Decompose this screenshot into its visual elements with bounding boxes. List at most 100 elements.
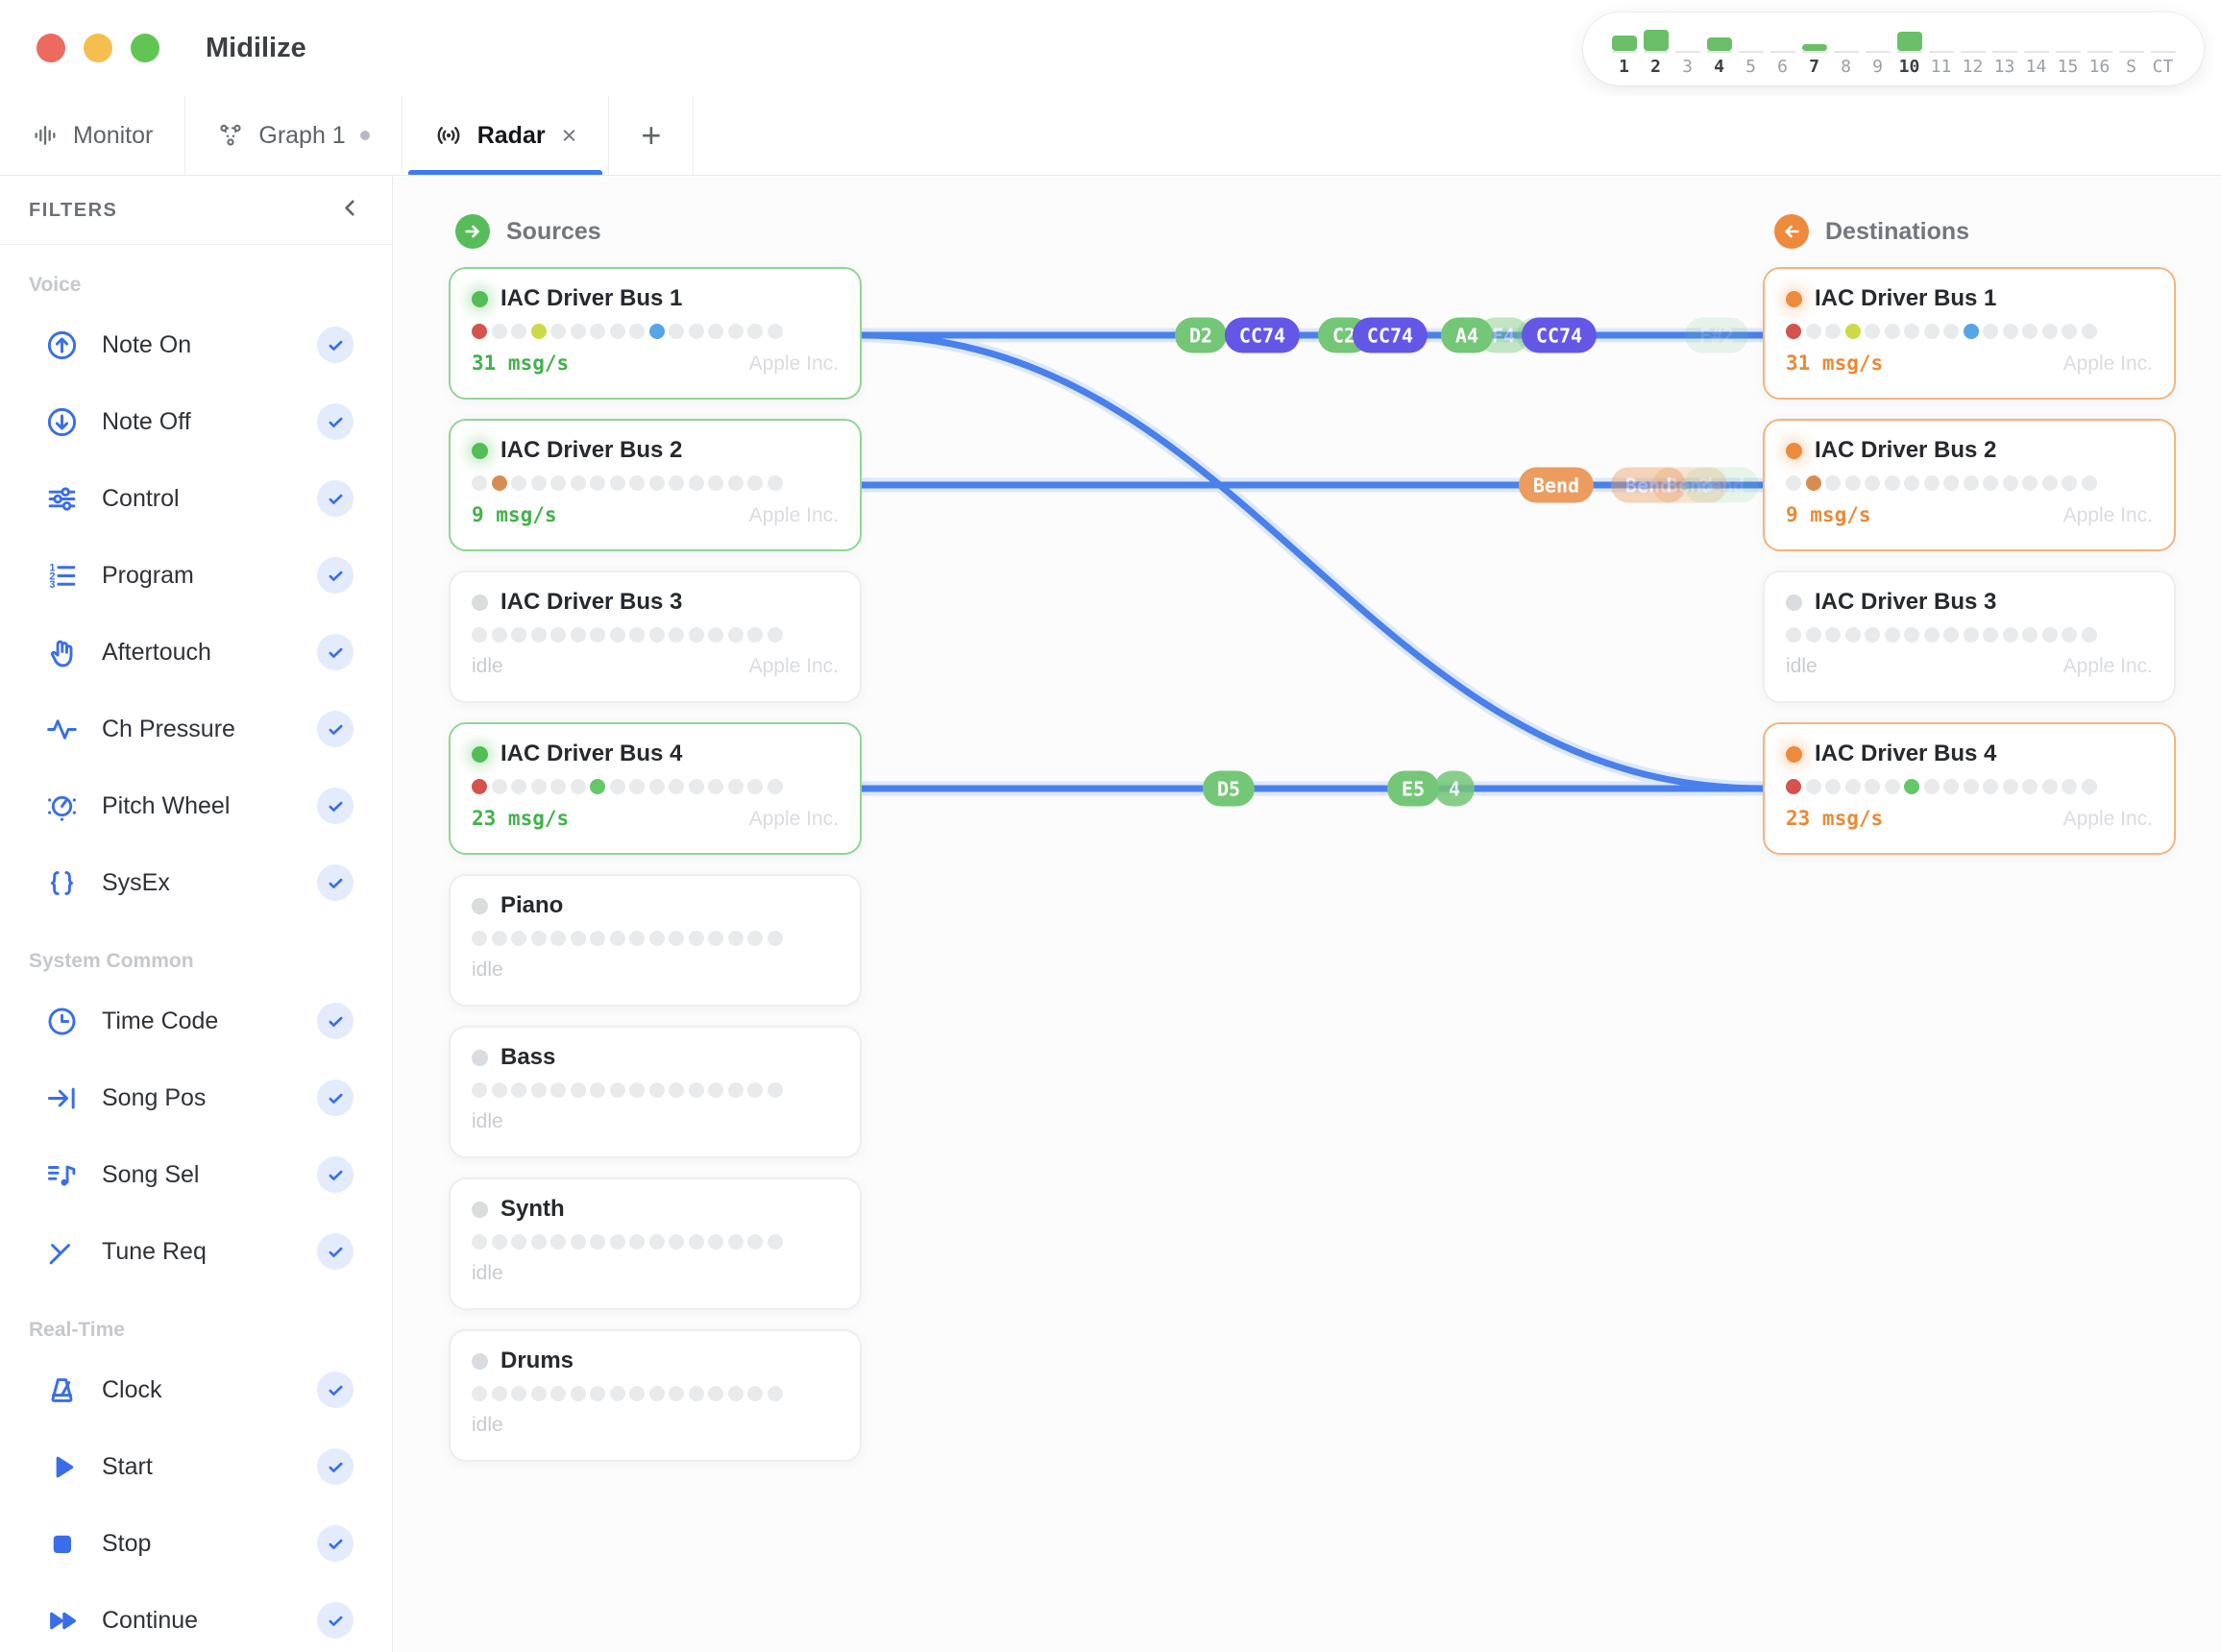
- filter-checkbox[interactable]: [317, 1525, 354, 1562]
- sidebar-item-note-on[interactable]: Note On: [0, 306, 392, 383]
- channel-dot: [472, 475, 487, 491]
- meter-baseline: [1674, 51, 1700, 53]
- meter-channel-label: 5: [1745, 57, 1756, 77]
- channel-dot: [727, 931, 744, 946]
- midi-message-badge: D2: [1174, 317, 1228, 353]
- filter-checkbox[interactable]: [317, 480, 354, 517]
- channel-dot: [472, 779, 487, 794]
- tab-radar[interactable]: Radar×: [403, 96, 610, 175]
- filter-checkbox[interactable]: [317, 864, 354, 901]
- sidebar-item-start[interactable]: Start: [0, 1428, 392, 1505]
- tab-monitor[interactable]: Monitor: [0, 96, 186, 175]
- sidebar-item-tune-req[interactable]: Tune Req: [0, 1213, 392, 1290]
- filter-checkbox[interactable]: [317, 1602, 354, 1639]
- channel-dot: [590, 1082, 605, 1098]
- channel-dot: [1865, 324, 1880, 339]
- status-dot: [472, 1201, 488, 1218]
- meter-bar-area: [1611, 26, 1637, 51]
- chevron-left-icon[interactable]: [337, 195, 363, 226]
- sidebar-item-note-off[interactable]: Note Off: [0, 383, 392, 460]
- minimize-window-button[interactable]: [84, 34, 112, 62]
- card-title-row: Synth: [472, 1196, 839, 1223]
- sidebar-item-stop[interactable]: Stop: [0, 1505, 392, 1582]
- device-name: IAC Driver Bus 3: [500, 589, 683, 615]
- filter-checkbox[interactable]: [317, 634, 354, 670]
- card-bottom-row: idle: [472, 1110, 839, 1133]
- filter-checkbox[interactable]: [317, 711, 354, 747]
- channel-dot: [688, 931, 704, 946]
- filter-checkbox[interactable]: [317, 1233, 354, 1270]
- device-name: IAC Driver Bus 4: [1815, 741, 1997, 766]
- channel-dot: [629, 779, 645, 794]
- midi-message-badge: CC74: [1224, 317, 1301, 353]
- zoom-window-button[interactable]: [131, 34, 159, 62]
- channel-dot: [570, 779, 586, 794]
- meter-bar-area: [1706, 26, 1732, 51]
- channel-dot: [1963, 779, 1979, 794]
- sidebar-item-sysex[interactable]: SysEx: [0, 844, 392, 921]
- channel-dot: [688, 475, 704, 491]
- device-name: Bass: [500, 1044, 556, 1070]
- close-window-button[interactable]: [37, 34, 65, 62]
- message-rate: idle: [472, 1262, 503, 1284]
- sidebar-item-control[interactable]: Control: [0, 460, 392, 537]
- sidebar-item-song-sel[interactable]: Song Sel: [0, 1136, 392, 1213]
- channel-dot: [590, 475, 605, 491]
- channel-dot: [747, 779, 763, 794]
- filter-checkbox[interactable]: [317, 403, 354, 440]
- filter-checkbox[interactable]: [317, 1156, 354, 1193]
- channel-dot: [2041, 475, 2058, 491]
- filter-checkbox[interactable]: [317, 1448, 354, 1485]
- filter-checkbox[interactable]: [317, 1003, 354, 1039]
- tab-label: Monitor: [73, 121, 154, 149]
- meter-baseline: [2087, 51, 2112, 53]
- traffic-lights: [37, 34, 159, 62]
- filter-checkbox[interactable]: [317, 788, 354, 824]
- sidebar-item-aftertouch[interactable]: Aftertouch: [0, 614, 392, 691]
- sidebar-item-ch-pressure[interactable]: Ch Pressure: [0, 691, 392, 767]
- sidebar-item-pitch-wheel[interactable]: Pitch Wheel: [0, 767, 392, 844]
- add-tab-button[interactable]: +: [609, 96, 695, 175]
- channel-dot: [648, 627, 665, 643]
- close-icon[interactable]: ×: [561, 120, 577, 150]
- meter-channel: 4: [1703, 26, 1735, 77]
- channel-dot: [708, 1082, 723, 1098]
- filter-checkbox[interactable]: [317, 327, 354, 363]
- channel-dot: [1865, 475, 1880, 491]
- vendor-label: Apple Inc.: [748, 352, 839, 375]
- filter-checkbox[interactable]: [317, 1372, 354, 1408]
- device-name: Synth: [500, 1196, 565, 1222]
- arrow-left-icon: [1774, 214, 1809, 249]
- channel-dot: [472, 324, 487, 339]
- meter-channel-label: 4: [1714, 57, 1724, 77]
- meter-channel-label: S: [2126, 57, 2136, 77]
- meter-channel: 5: [1735, 26, 1767, 77]
- meter-bar: [1643, 30, 1669, 51]
- filter-checkbox[interactable]: [317, 557, 354, 594]
- channel-dot: [609, 931, 625, 946]
- sidebar-item-time-code[interactable]: Time Code: [0, 983, 392, 1059]
- sidebar-item-continue[interactable]: Continue: [0, 1582, 392, 1652]
- meter-baseline: [1643, 51, 1669, 53]
- card-title-row: Bass: [472, 1044, 839, 1071]
- source-card-bass[interactable]: Bass idle: [449, 1026, 862, 1158]
- meter-channel: 15: [2052, 26, 2084, 77]
- source-card-synth[interactable]: Synth idle: [449, 1178, 862, 1310]
- sidebar-item-label: Continue: [102, 1606, 199, 1634]
- tab-graph-1[interactable]: Graph 1: [185, 96, 403, 175]
- filter-checkbox[interactable]: [317, 1080, 354, 1116]
- channel-dot: [491, 1082, 507, 1098]
- sidebar-item-song-pos[interactable]: Song Pos: [0, 1059, 392, 1136]
- sidebar-item-clock[interactable]: Clock: [0, 1351, 392, 1428]
